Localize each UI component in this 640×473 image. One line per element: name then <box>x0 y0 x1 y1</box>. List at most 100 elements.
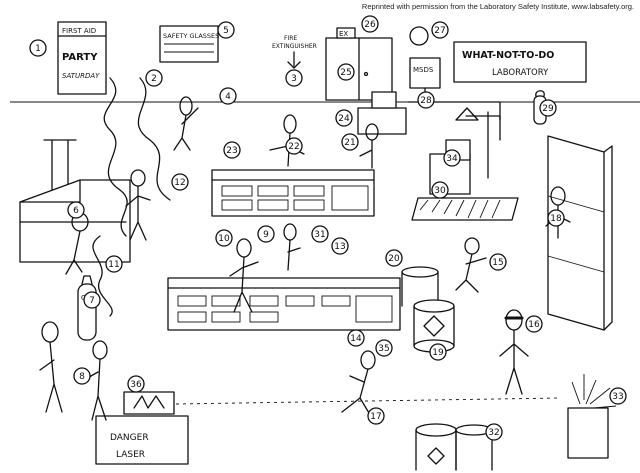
laser-text: LASER <box>116 450 145 460</box>
number-marker-label: 27 <box>434 26 445 36</box>
hose-2 <box>137 77 171 201</box>
number-marker-circle <box>83 291 101 309</box>
number-marker-circle <box>311 225 329 243</box>
number-marker-circle <box>547 209 565 227</box>
number-marker-circle <box>331 237 349 255</box>
number-marker-label: 6 <box>73 206 79 216</box>
number-marker-circle <box>285 69 303 87</box>
number-marker-label: 17 <box>370 412 381 422</box>
number-marker-label: 7 <box>89 296 95 306</box>
number-marker-circle <box>29 39 47 57</box>
first-aid-text: FIRST AID <box>62 27 96 35</box>
safety-shower-platform <box>411 139 519 221</box>
bottom-drums <box>415 423 493 471</box>
number-marker-circle <box>337 63 355 81</box>
safety-glasses-text: SAFETY GLASSES <box>163 32 219 40</box>
number-marker-circle <box>347 329 365 347</box>
number-marker-label: 13 <box>334 242 345 252</box>
number-marker-circle <box>429 343 447 361</box>
number-marker-label: 16 <box>528 320 540 330</box>
number-marker-label: 1 <box>35 44 41 54</box>
number-marker-circle <box>285 137 303 155</box>
right-cabinet <box>547 135 613 331</box>
msds-box: MSDS <box>409 57 441 99</box>
party-text: PARTY <box>62 52 98 63</box>
number-marker-circle <box>105 255 123 273</box>
number-marker-label: 28 <box>420 96 432 106</box>
exit-text: EX <box>339 30 348 38</box>
number-marker-label: 22 <box>288 142 299 152</box>
number-marker-circle <box>219 87 237 105</box>
number-marker-circle <box>335 109 353 127</box>
number-marker-label: 25 <box>340 68 351 78</box>
number-marker-label: 35 <box>378 344 389 354</box>
credit-line: Reprinted with permission from the Labor… <box>361 2 634 11</box>
msds-text: MSDS <box>413 66 434 74</box>
fume-hood <box>19 139 131 263</box>
number-marker-label: 34 <box>446 154 458 164</box>
number-marker-label: 36 <box>130 380 142 390</box>
number-marker-label: 20 <box>388 254 400 264</box>
number-marker-circle <box>431 21 449 39</box>
number-marker-circle <box>385 249 403 267</box>
number-marker-label: 23 <box>226 146 237 156</box>
number-marker-label: 9 <box>263 230 269 240</box>
fire-extinguisher-label: FIRE EXTINGUISHER <box>272 35 317 69</box>
laser-cart: DANGER LASER <box>95 391 561 465</box>
number-marker-label: 8 <box>79 372 85 382</box>
hose-3 <box>92 235 113 317</box>
exit-door: EX <box>325 27 393 101</box>
number-marker-circle <box>217 21 235 39</box>
number-marker-label: 3 <box>291 74 297 84</box>
explosion <box>567 374 617 459</box>
number-marker-label: 24 <box>338 114 350 124</box>
number-marker-circle <box>73 367 91 385</box>
number-marker-label: 18 <box>550 214 562 224</box>
number-marker-circle <box>539 99 557 117</box>
number-marker-label: 2 <box>151 74 157 84</box>
number-marker-label: 29 <box>542 104 554 114</box>
number-marker-label: 14 <box>350 334 362 344</box>
number-marker-label: 21 <box>344 138 355 148</box>
title-line-2: LABORATORY <box>492 68 549 78</box>
saturday-text: SATURDAY <box>62 72 100 80</box>
number-marker-circle <box>223 141 241 159</box>
number-marker-label: 4 <box>225 92 231 102</box>
number-marker-label: 31 <box>314 230 325 240</box>
number-marker-label: 26 <box>364 20 376 30</box>
number-marker-circle <box>215 229 233 247</box>
number-marker-circle <box>361 15 379 33</box>
first-aid-sign: FIRST AID PARTY SATURDAY <box>57 21 107 95</box>
number-marker-circle <box>417 91 435 109</box>
number-marker-circle <box>489 253 507 271</box>
number-marker-circle <box>443 149 461 167</box>
number-marker-circle <box>171 173 189 191</box>
title-sign: WHAT-NOT-TO-DO LABORATORY <box>453 41 587 83</box>
number-marker-label: 15 <box>492 258 503 268</box>
number-marker-circle <box>145 69 163 87</box>
number-marker-label: 5 <box>223 26 229 36</box>
number-marker-label: 33 <box>612 392 623 402</box>
center-bench <box>211 169 375 217</box>
number-marker-label: 11 <box>108 260 119 270</box>
number-marker-circle <box>67 201 85 219</box>
number-marker-label: 19 <box>432 348 444 358</box>
number-marker-circle <box>525 315 543 333</box>
number-marker-circle <box>257 225 275 243</box>
danger-text: DANGER <box>110 433 149 443</box>
number-marker-label: 32 <box>488 428 499 438</box>
drums <box>401 266 455 353</box>
wall-clock <box>409 26 429 46</box>
safety-glasses-sign: SAFETY GLASSES <box>159 25 219 63</box>
number-marker-circle <box>341 133 359 151</box>
extinguisher-text: EXTINGUISHER <box>272 43 317 50</box>
front-bench <box>167 277 401 331</box>
fire-text: FIRE <box>284 35 297 42</box>
number-marker-circle <box>485 423 503 441</box>
number-marker-circle <box>367 407 385 425</box>
number-marker-circle <box>375 339 393 357</box>
number-marker-circle <box>127 375 145 393</box>
